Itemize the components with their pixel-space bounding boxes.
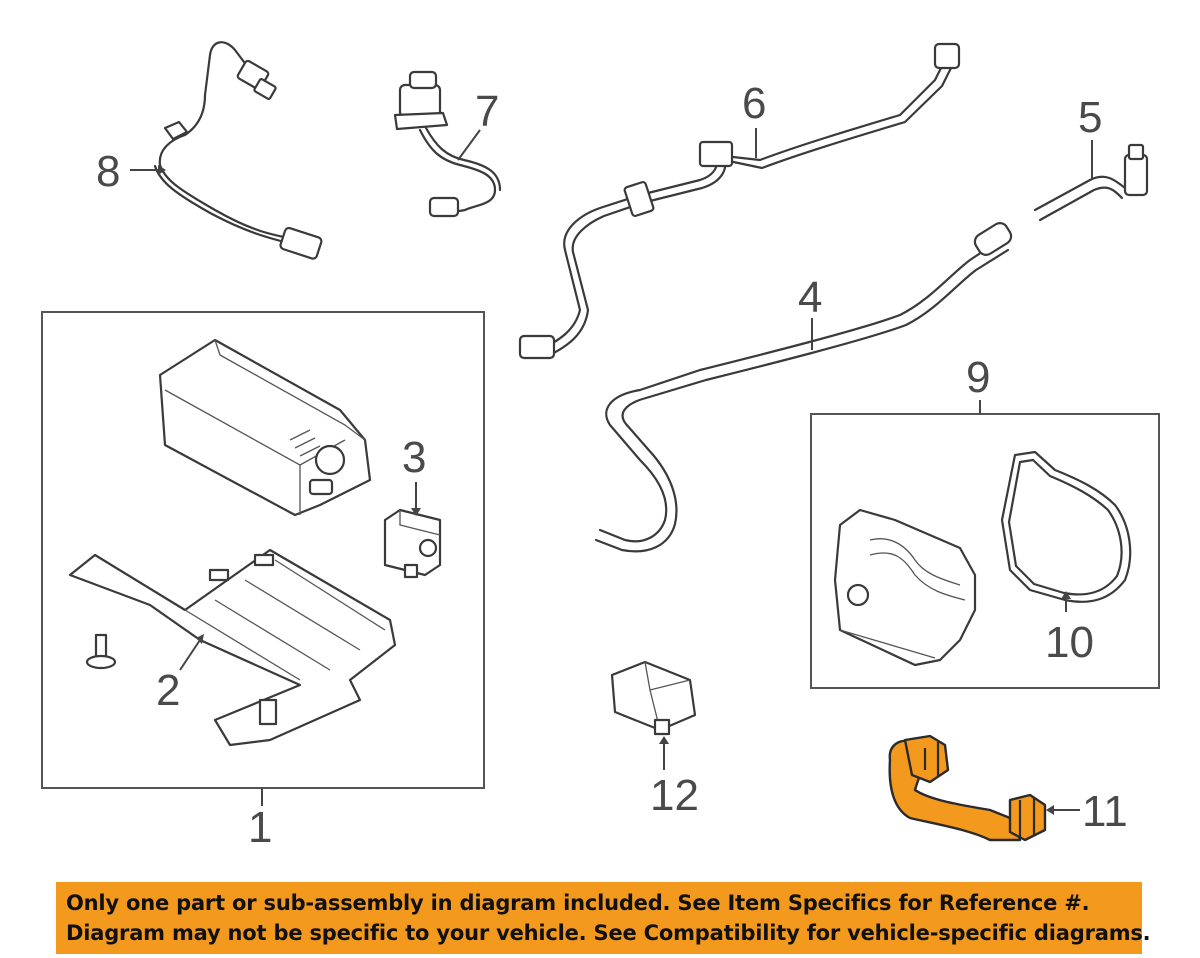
- part-11-purge-hose: [888, 734, 1047, 842]
- callout-4: 4: [798, 273, 822, 322]
- part-7-sensor-pigtail: [393, 70, 502, 218]
- part-5-hose: [1033, 143, 1149, 222]
- callout-1: 1: [248, 803, 272, 852]
- disclaimer-line-2: Diagram may not be specific to your vehi…: [66, 921, 1151, 945]
- leader-2: [179, 639, 201, 671]
- callout-9: 9: [966, 353, 990, 402]
- part-9-valve-housing: [833, 508, 977, 667]
- callout-5: 5: [1078, 93, 1102, 142]
- callout-8: 8: [96, 147, 120, 196]
- disclaimer-line-1: Only one part or sub-assembly in diagram…: [66, 891, 1090, 915]
- callout-11: 11: [1082, 787, 1128, 836]
- part-1-evap-canister: [158, 338, 372, 517]
- part-3-solenoid: [383, 508, 442, 579]
- callout-10: 10: [1045, 618, 1094, 667]
- part-bolt: [85, 633, 117, 670]
- callout-6: 6: [742, 79, 766, 128]
- disclaimer-banner: Only one part or sub-assembly in diagram…: [56, 882, 1151, 954]
- parts-diagram: 8 7 6 5 4: [41, 41, 1160, 852]
- callout-12: 12: [650, 771, 699, 820]
- part-4-vent-hose: [594, 222, 1013, 553]
- part-10-gasket: [1000, 450, 1132, 603]
- part-6-vapor-tube: [518, 42, 961, 360]
- part-12-pressure-sensor: [610, 660, 697, 736]
- part-2-bracket: [68, 548, 397, 747]
- part-8-oxygen-sensor: [153, 41, 323, 260]
- leader-7: [457, 129, 481, 161]
- assembly-box-9: [810, 413, 1160, 689]
- callout-2: 2: [156, 666, 180, 715]
- callout-7: 7: [475, 87, 499, 136]
- callout-3: 3: [402, 433, 426, 482]
